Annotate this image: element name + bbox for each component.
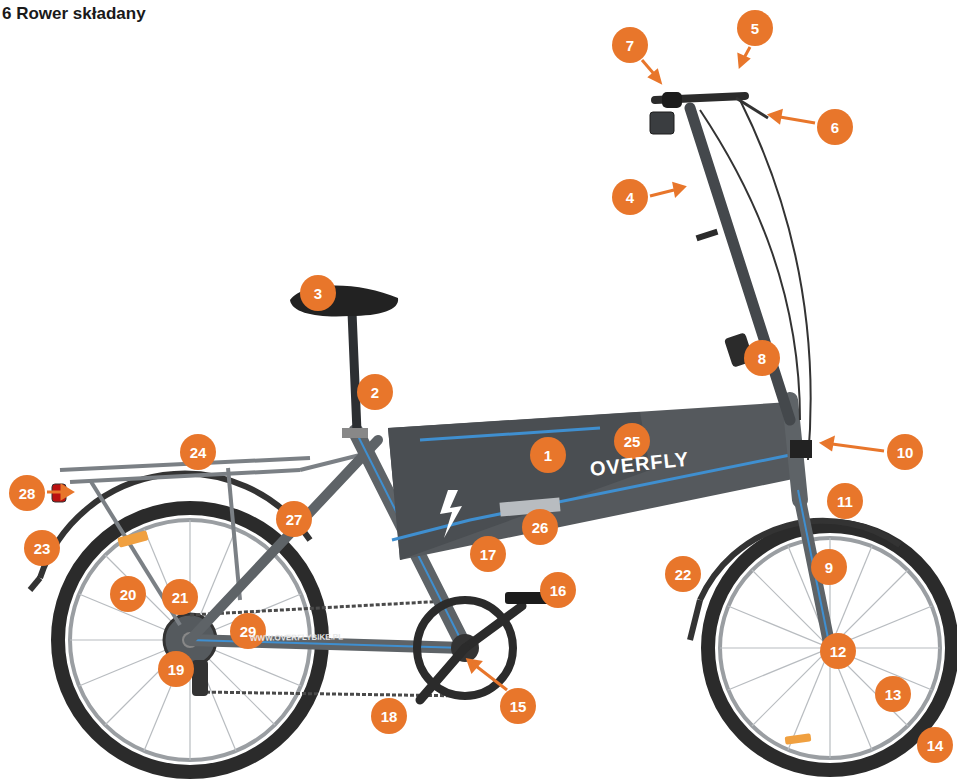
- callout-text: 7: [626, 38, 634, 53]
- callout-number: 4: [612, 179, 648, 215]
- callout-text: 25: [624, 434, 641, 449]
- front-wheel: [708, 526, 952, 770]
- callout-number: 12: [820, 633, 856, 669]
- callout-number: 29: [230, 613, 266, 649]
- rear-rack: [60, 455, 360, 625]
- callout-number: 22: [665, 556, 701, 592]
- callout-number: 17: [470, 536, 506, 572]
- callout-number: 19: [158, 651, 194, 687]
- callout-number: 1: [530, 437, 566, 473]
- callout-number: 2: [357, 374, 393, 410]
- callout-text: 27: [286, 512, 303, 527]
- callout-text: 26: [532, 520, 549, 535]
- callout-number: 24: [180, 434, 216, 470]
- callout-text: 6: [831, 120, 839, 135]
- callout-number: 10: [887, 434, 923, 470]
- callout-number: 11: [827, 483, 863, 519]
- callout-number: 7: [612, 27, 648, 63]
- callout-text: 17: [480, 547, 497, 562]
- callout-number: 26: [522, 509, 558, 545]
- callout-text: 15: [510, 699, 527, 714]
- callout-number: 8: [744, 340, 780, 376]
- callout-number: 9: [811, 549, 847, 585]
- callout-text: 9: [825, 560, 833, 575]
- brand-text: WWW.OVERFLYBIKE.PL: [250, 632, 343, 643]
- callout-text: 1: [544, 448, 552, 463]
- callout-text: 22: [675, 567, 692, 582]
- callout-number: 15: [500, 688, 536, 724]
- callout-text: 21: [172, 590, 189, 605]
- callout-text: 28: [19, 486, 36, 501]
- callout-text: 10: [897, 445, 914, 460]
- callout-number: 21: [162, 579, 198, 615]
- callout-number: 18: [371, 698, 407, 734]
- callout-text: 24: [190, 445, 207, 460]
- callout-text: 4: [626, 190, 634, 205]
- leader-arrows: [47, 47, 884, 690]
- callout-number: 13: [875, 676, 911, 712]
- page-title: 6 Rower składany: [2, 4, 146, 24]
- callout-text: 23: [34, 541, 51, 556]
- callout-number: 14: [917, 727, 953, 763]
- callout-number: 3: [300, 275, 336, 311]
- callout-text: 11: [837, 494, 853, 509]
- callout-text: 13: [885, 687, 902, 702]
- callout-number: 6: [817, 109, 853, 145]
- callout-number: 27: [276, 501, 312, 537]
- callout-text: 20: [120, 587, 137, 602]
- callout-number: 20: [110, 576, 146, 612]
- callout-number: 28: [9, 475, 45, 511]
- callout-text: 3: [314, 286, 322, 301]
- callout-number: 5: [737, 10, 773, 46]
- callout-text: 14: [927, 738, 944, 753]
- callout-text: 8: [758, 351, 766, 366]
- callout-text: 16: [550, 583, 567, 598]
- callout-number: 16: [540, 572, 576, 608]
- callout-text: 5: [751, 21, 759, 36]
- callout-text: 19: [168, 662, 185, 677]
- callout-text: 18: [381, 709, 398, 724]
- callout-text: 2: [371, 385, 379, 400]
- callout-number: 23: [24, 530, 60, 566]
- callout-text: 12: [830, 644, 847, 659]
